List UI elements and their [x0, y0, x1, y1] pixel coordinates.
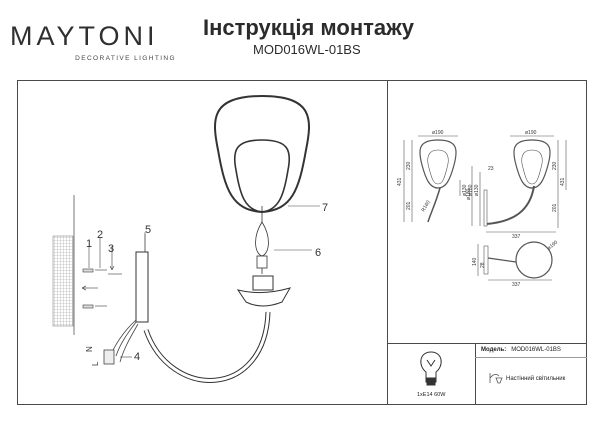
spec-divider-horizontal	[475, 357, 587, 358]
dim-front-height-total: 431	[560, 177, 566, 186]
callout-7: 7	[322, 202, 328, 214]
brand-logo: MAYTONI DECORATIVE LIGHTING	[10, 22, 182, 62]
brand-tagline: DECORATIVE LIGHTING	[75, 55, 176, 62]
spec-model-row: Модель: MOD016WL-01BS	[481, 347, 561, 353]
dim-front-base-d1: ø130	[474, 184, 480, 196]
dim-top-depth: 337	[512, 282, 521, 288]
dim-front-height-shade: 230	[552, 161, 558, 170]
dim-side-height-shade: 230	[406, 161, 412, 170]
callout-1: 1	[86, 238, 92, 250]
dim-top-plate-w: 28	[480, 262, 486, 268]
callout-4: 4	[134, 351, 140, 363]
dim-front-height-lower: 201	[552, 203, 558, 212]
spec-bulb: 1xE14 60W	[417, 392, 446, 398]
top-view	[477, 241, 553, 281]
dim-side-width: ø190	[432, 130, 444, 136]
dim-side-base-d1: ø130	[462, 184, 468, 196]
dim-top-diameter: ø190	[546, 239, 559, 251]
document-title: Інструкція монтажу	[203, 15, 414, 40]
lamp-shade	[213, 94, 311, 214]
spec-type-label: Настінний світильник	[506, 376, 566, 382]
dimension-labels: ø190 431 230 201 R160 ø130 ø180 ø190 230…	[397, 130, 566, 288]
document-model: MOD016WL-01BS	[253, 42, 361, 57]
spec-model-value: MOD016WL-01BS	[511, 347, 561, 353]
callout-5: 5	[145, 224, 151, 236]
wall-section	[52, 195, 75, 335]
dim-front-width: ø190	[525, 130, 537, 136]
front-view	[471, 135, 567, 233]
dim-side-height-total: 431	[397, 177, 403, 186]
dim-front-depth: 337	[512, 234, 521, 240]
frame-divider-vertical	[387, 80, 388, 405]
wire-neutral-label: N	[85, 346, 94, 352]
side-view	[403, 135, 461, 223]
callouts: 1 2 3 4 5 6 7 N L	[85, 202, 328, 366]
dim-side-height-lower: 201	[406, 201, 412, 210]
bulb	[255, 206, 269, 274]
callout-3: 3	[108, 243, 114, 255]
mounting-hardware	[81, 246, 122, 309]
wire-live-label: L	[91, 361, 100, 366]
brand-name: MAYTONI	[10, 21, 159, 51]
wiring	[103, 319, 139, 365]
dim-side-base-d2: ø180	[468, 184, 474, 196]
technical-drawings	[403, 135, 567, 281]
leader-lines	[88, 205, 320, 358]
frame-divider-horizontal	[387, 343, 587, 344]
lamp-arm	[143, 275, 292, 383]
wall-plate	[135, 234, 149, 323]
callout-6: 6	[315, 247, 321, 259]
dim-front-base-d2: ø180	[466, 188, 472, 200]
wall-lamp-icon	[489, 373, 503, 384]
dim-front-base-w: 23	[488, 166, 494, 172]
spec-divider-vertical	[475, 343, 476, 405]
drawing-frame	[17, 80, 587, 405]
callout-2: 2	[97, 229, 103, 241]
dim-arm-radius: R160	[421, 199, 432, 213]
dim-top-plate-h: 140	[472, 257, 478, 266]
bulb-icon	[420, 351, 442, 386]
spec-model-label: Модель:	[481, 347, 507, 353]
